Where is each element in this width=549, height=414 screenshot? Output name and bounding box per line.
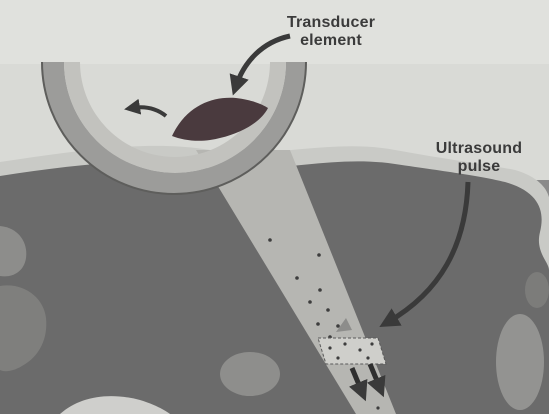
pulse-label-line1: Ultrasound [414,140,544,158]
pulse-dot [370,342,373,345]
pulse-dot [358,348,361,351]
ultrasound-pulse-label: Ultrasound pulse [414,140,544,176]
scatterer-dot [295,276,299,280]
organ-right-small [525,272,549,308]
pulse-dot [366,356,369,359]
scatterer-dot [336,324,340,328]
background-band [0,0,549,64]
scatterer-dot [268,238,272,242]
scatterer-dot [308,300,312,304]
scatterer-dot [376,406,379,409]
transducer-element-label: Transducer element [276,14,386,50]
transducer-label-line1: Transducer [276,14,386,32]
pulse-dot [328,346,331,349]
scatterer-dot [318,288,322,292]
organ-bottom-center [220,352,280,396]
organ-bottom-right [496,314,544,410]
pulse-label-line2: pulse [414,158,544,176]
scatterer-dot [326,308,330,312]
scatterer-dot [316,322,320,326]
transducer-label-line2: element [276,32,386,50]
scatterer-dot [317,253,321,257]
pulse-dot [343,342,346,345]
pulse-band [318,338,386,364]
pulse-dot [336,356,339,359]
